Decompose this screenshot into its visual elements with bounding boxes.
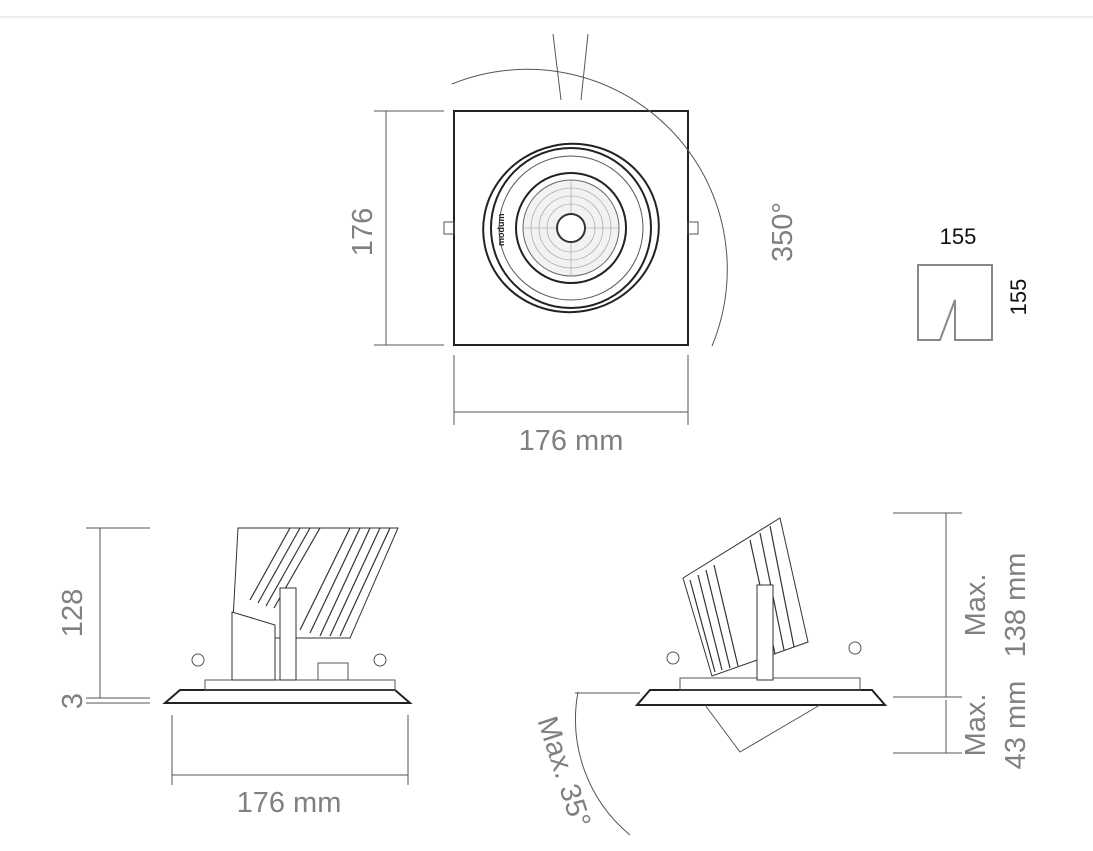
tilt-label: Max. 35° <box>531 713 597 832</box>
logo: modum <box>496 214 506 247</box>
top-view: modum 176 176 mm 350° <box>347 33 799 457</box>
rotation-label: 350° <box>767 202 799 262</box>
width-label: 176 mm <box>519 425 624 457</box>
side-view: 128 3 176 mm <box>57 527 413 819</box>
side-width-label: 176 mm <box>237 787 342 819</box>
rotating-ring <box>482 142 660 314</box>
cutout-height-label: 155 <box>1006 279 1031 316</box>
rotation-arc <box>451 68 728 347</box>
trim-label: 3 <box>57 693 89 709</box>
max-height-label-1: Max. <box>960 574 992 637</box>
tilt-arc <box>575 691 631 836</box>
max-height-label-2: 138 mm <box>1000 553 1032 658</box>
tilt-view: Max. 138 mm Max. 43 mm Max. 35° <box>531 512 1032 836</box>
side-height-label: 128 <box>57 589 89 637</box>
cutout-width-label: 155 <box>940 224 977 249</box>
cutout-symbol: 155 155 <box>917 224 1031 341</box>
height-label: 176 <box>347 208 379 256</box>
max-depth-label-1: Max. <box>960 694 992 757</box>
max-depth-label-2: 43 mm <box>1000 681 1032 770</box>
lens <box>556 213 586 243</box>
